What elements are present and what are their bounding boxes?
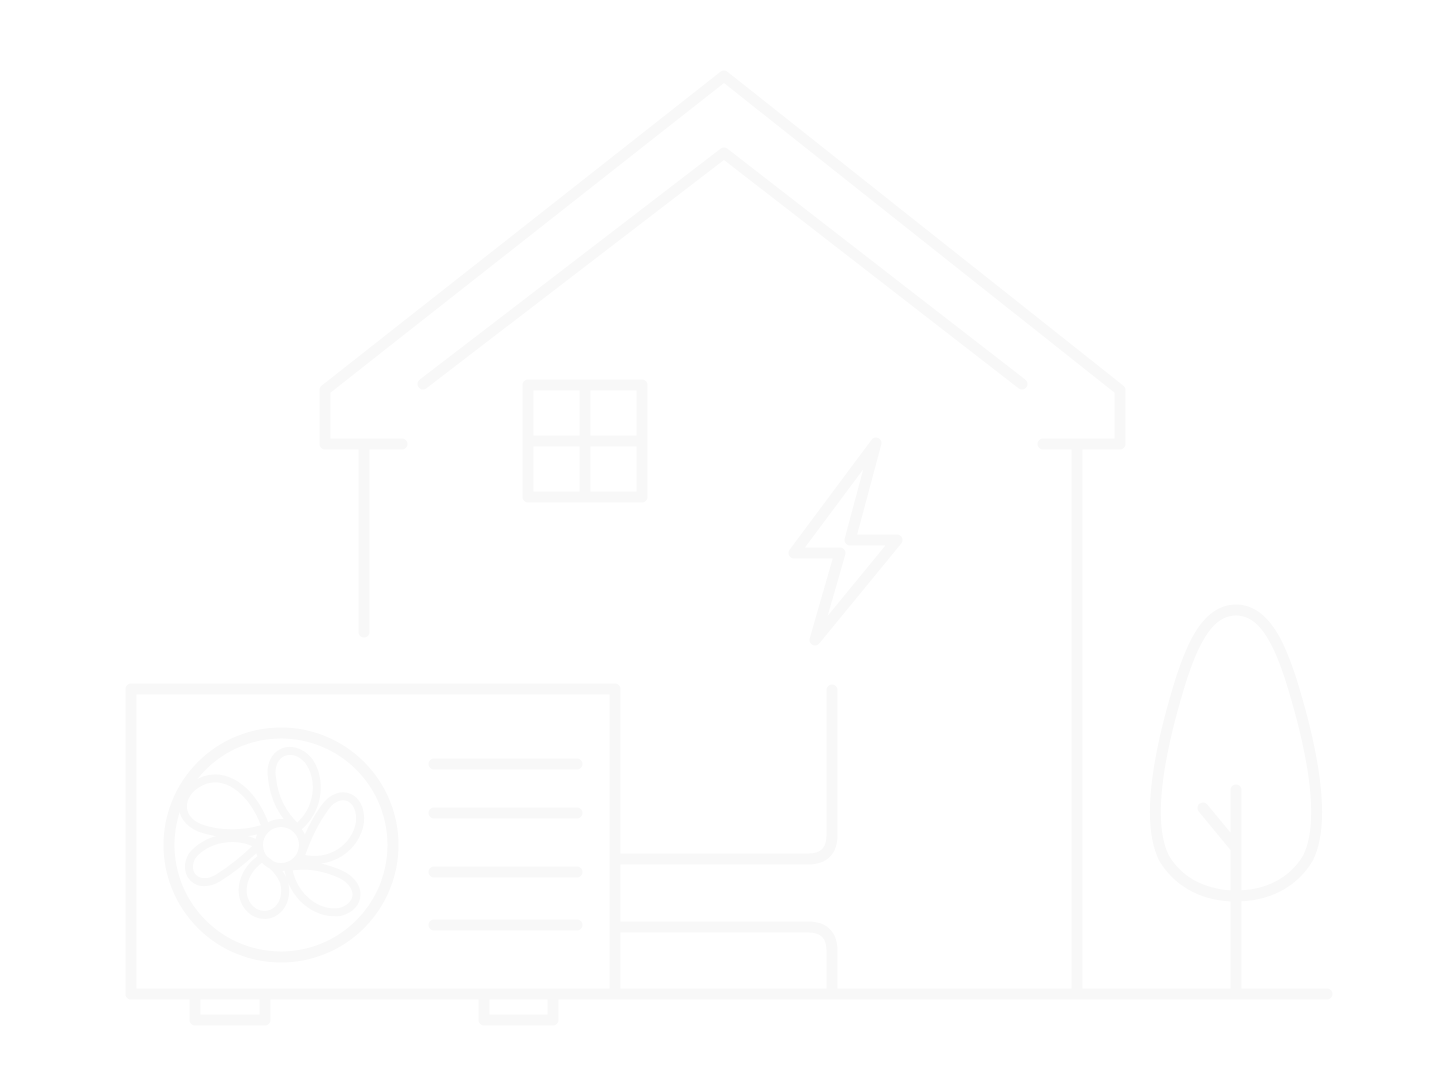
unit-foot-right (478, 990, 559, 1026)
heat-pump-unit-icon (125, 683, 621, 1026)
window-cross (522, 379, 648, 503)
fan-blade (179, 774, 270, 838)
fan-icon (163, 727, 399, 963)
pipe-upper (612, 684, 838, 865)
window-icon (522, 379, 648, 503)
fan-blade (296, 792, 365, 864)
unit-foot-left (189, 990, 271, 1026)
fan-blade (284, 861, 361, 917)
lightning-bolt-icon (788, 437, 903, 646)
unit-vent-slots (428, 758, 583, 931)
roof-outer (319, 70, 1126, 450)
roof-inner (417, 147, 1028, 390)
fan-blade (184, 834, 263, 887)
house-icon (319, 70, 1126, 998)
fan-blade (238, 854, 290, 919)
refrigerant-pipes (612, 684, 838, 998)
tree-icon (1149, 604, 1323, 998)
fan-blade (267, 746, 321, 832)
tree-branch (1197, 802, 1242, 854)
fan-housing (163, 727, 399, 963)
pipe-lower (612, 921, 838, 998)
